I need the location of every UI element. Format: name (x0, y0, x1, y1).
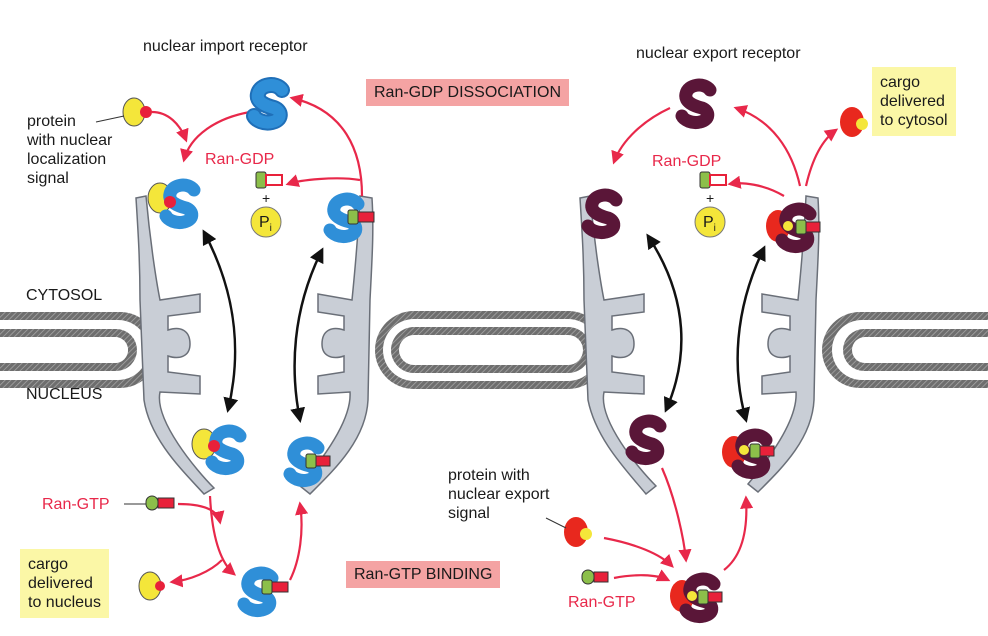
nls-to-pore-arrow (151, 110, 189, 143)
receptor-to-pore-arrow (180, 110, 251, 163)
export-complex-nucleus (722, 435, 775, 472)
nuclear-import-receptor-label: nuclear import receptor (143, 38, 308, 55)
phosphate-left (250, 206, 282, 238)
export-descent-arrow (660, 467, 692, 563)
export-return-arrow-top (733, 105, 802, 187)
import-shuttle-arrow (202, 229, 239, 413)
export-rise-arrow (723, 495, 754, 571)
nuclear-envelope (0, 311, 988, 389)
receptor-ran-gtp-cytosol (330, 199, 375, 236)
export-return-arrow (735, 245, 766, 423)
protein-nls-label: protein with nuclear localization signal (27, 113, 113, 187)
complex-descent-arrow (208, 495, 237, 576)
nuclear-export-receptor-label: nuclear export receptor (636, 45, 801, 62)
ran-gtp-binding-box: Ran-GTP BINDING (346, 561, 501, 588)
nes-cargo-delivered (840, 107, 868, 137)
nls-cargo-free (122, 97, 152, 127)
phosphate-right (694, 206, 726, 238)
phosphate-label-right: Pi (703, 214, 716, 235)
ran-gtp-label-left: Ran-GTP (42, 496, 110, 513)
export-complex-bottom (670, 579, 723, 616)
return-to-receptor-arrow (289, 93, 364, 197)
nes-cargo-free (564, 517, 592, 547)
import-return-arrow (290, 247, 324, 423)
ran-gtp-molecule-right (581, 569, 609, 585)
ran-gdp-release-arrow-right (727, 175, 785, 197)
ran-gtp-bind-arrow-left (177, 502, 225, 525)
ran-gdp-label-right: Ran-GDP (652, 153, 722, 170)
cytosol-label: CYTOSOL (26, 287, 103, 304)
ran-gdp-release-arrow-left (285, 174, 361, 187)
plus-sign-right: + (706, 190, 715, 206)
nucleus-label: NUCLEUS (26, 386, 103, 403)
import-complex-cytosol (147, 183, 194, 223)
protein-nes-label: protein with nuclear export signal (448, 467, 550, 522)
cargo-delivered-nucleus-box: cargo delivered to nucleus (20, 549, 109, 618)
ran-gdp-molecule-left (255, 171, 283, 189)
export-complex-cytosol (766, 209, 821, 246)
ran-gdp-label-left: Ran-GDP (205, 151, 275, 168)
ran-gdp-dissociation-box: Ran-GDP DISSOCIATION (366, 79, 569, 106)
shuttle-arrows (202, 229, 766, 423)
leader-lines (95, 115, 567, 529)
pathway-arrows (151, 93, 839, 588)
import-receptor-free (254, 85, 282, 122)
nls-cargo-delivered (138, 571, 165, 601)
import-complex-nucleus (191, 429, 240, 469)
cargo-delivered-cytosol-box: cargo delivered to cytosol (872, 67, 956, 136)
plus-sign-left: + (262, 190, 271, 206)
export-receptor-to-pore-arrow (611, 107, 671, 165)
ran-gtp-molecule-left (145, 495, 175, 511)
receptor-ran-gtp-nucleus (290, 443, 331, 480)
cargo-to-cytosol-arrow (804, 128, 839, 187)
cargo-release-arrow-nucleus (169, 559, 223, 588)
export-receptor-nucleus (632, 421, 660, 458)
phosphate-label-left: Pi (259, 214, 272, 235)
ran-gtp-bind-arrow-right (613, 569, 671, 582)
recycle-up-arrow-left (289, 501, 309, 581)
nuclear-pore-right (579, 195, 820, 496)
export-receptor-docked (588, 195, 616, 232)
receptor-ran-gtp-bottom (244, 573, 289, 610)
nuclear-pore-left (135, 195, 374, 496)
ran-gtp-label-right: Ran-GTP (568, 594, 636, 611)
molecules (122, 85, 868, 616)
export-shuttle-arrow (646, 233, 683, 413)
ran-gdp-molecule-right (699, 171, 727, 189)
export-receptor-free (682, 85, 710, 122)
nes-cargo-arrow (603, 536, 674, 568)
